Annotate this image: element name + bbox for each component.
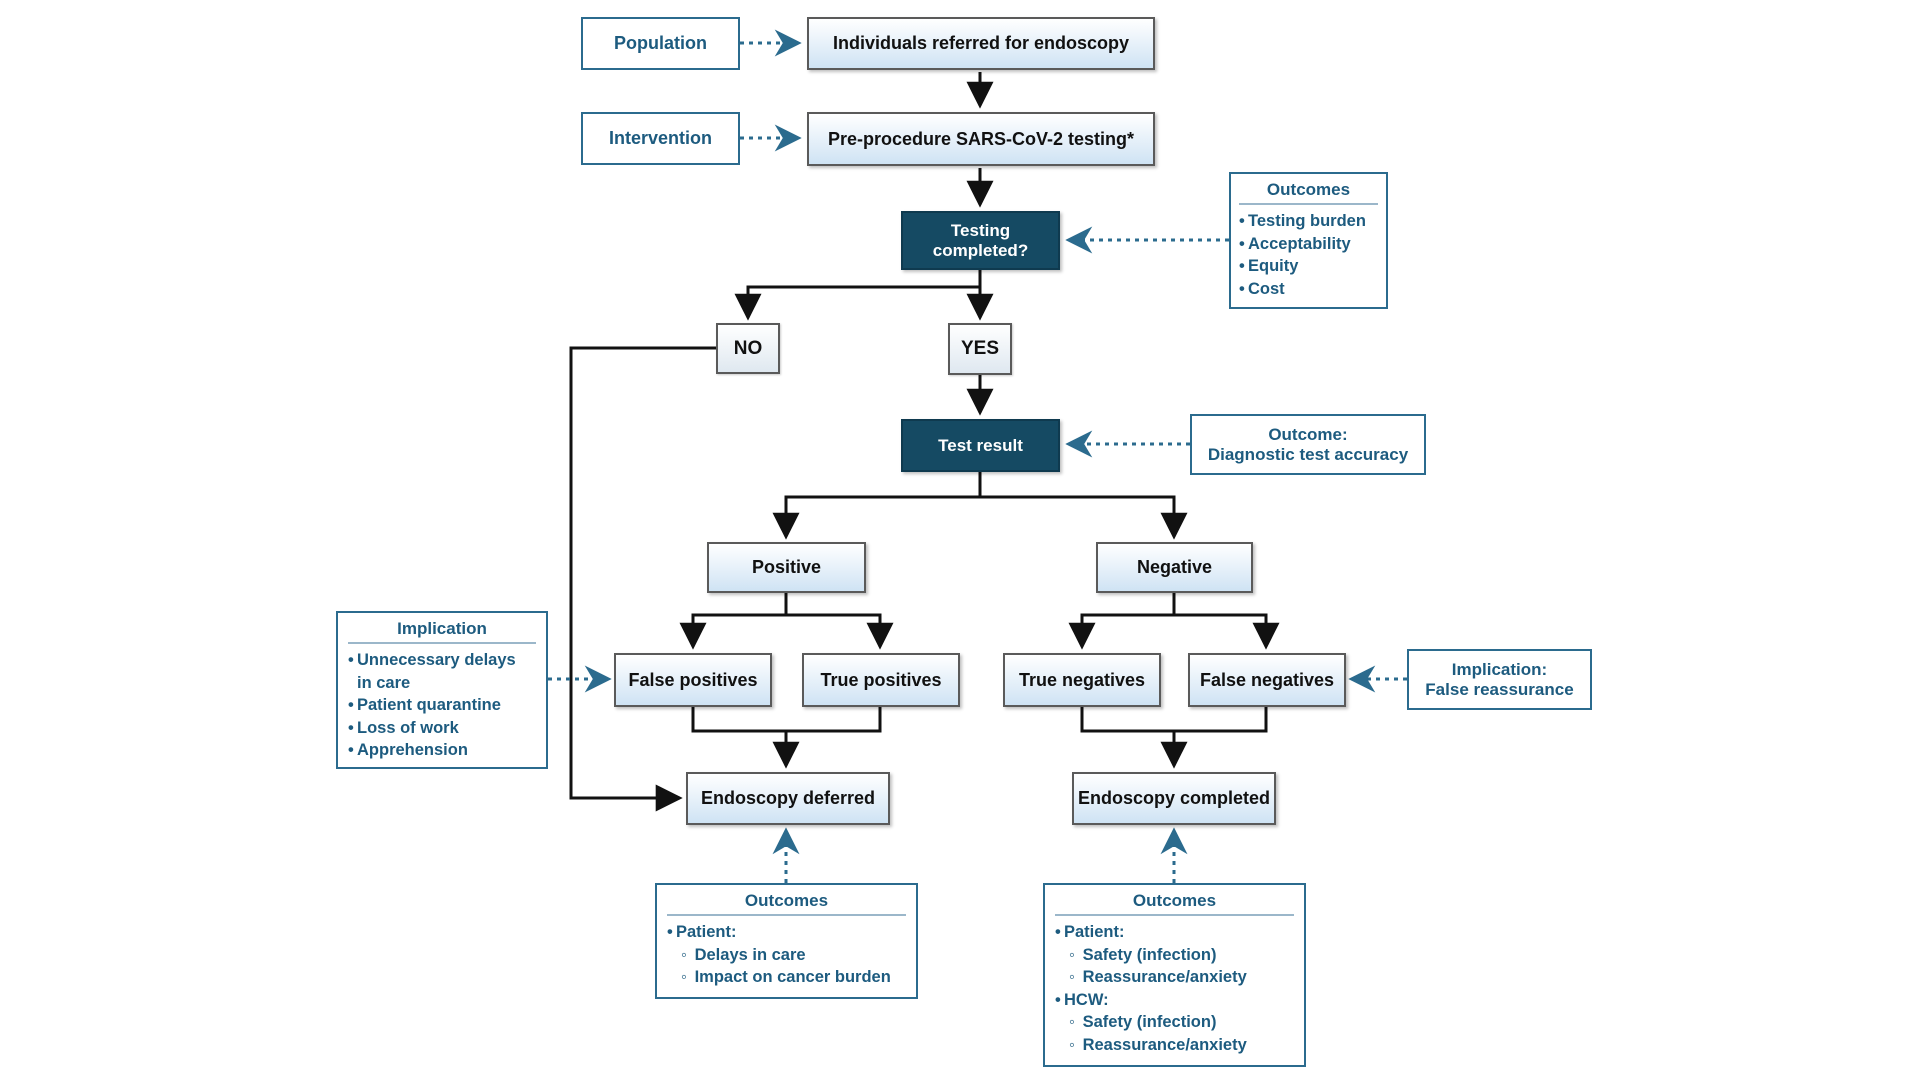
arrow-to-true-positives: [786, 613, 894, 650]
outcomes-testing-title: Outcomes: [1239, 180, 1378, 205]
list-item: ◦ Delays in care: [681, 945, 806, 964]
list-item: •Patient quarantine: [348, 696, 501, 714]
outcomes-deferred-panel: Outcomes •Patient: ◦ Delays in care ◦ Im…: [655, 883, 918, 999]
arrow-to-negative: [980, 495, 1188, 540]
implication-left-panel: Implication •Unnecessary delays in care …: [336, 611, 548, 769]
implication-right-panel: Implication: False reassurance: [1407, 649, 1592, 710]
individuals-referred-node: Individuals referred for endoscopy: [807, 17, 1155, 70]
list-item: •Acceptability: [1239, 234, 1351, 253]
implication-right-line-2: False reassurance: [1425, 679, 1574, 699]
positive-node: Positive: [707, 542, 866, 593]
list-item: ◦ Safety (infection): [1069, 945, 1217, 964]
outcomes-testing-panel: Outcomes •Testing burden •Acceptability …: [1229, 172, 1388, 309]
merge-positives: [691, 707, 882, 733]
branch-result: [772, 472, 982, 540]
list-item: •Patient:: [1055, 923, 1125, 941]
branch-negative: [1068, 593, 1176, 650]
branch-decision: [734, 270, 982, 321]
merge-negatives: [1080, 707, 1268, 733]
list-item-continuation: in care: [357, 673, 411, 692]
testing-line-1: Testing: [950, 220, 1011, 240]
list-item: ◦ Reassurance/anxiety: [1069, 1035, 1247, 1054]
list-item: ◦ Reassurance/anxiety: [1069, 968, 1247, 986]
outcomes-deferred-title: Outcomes: [667, 891, 906, 916]
preprocedure-testing-node: Pre-procedure SARS-CoV-2 testing*: [807, 112, 1155, 166]
branch-positive: [679, 593, 788, 650]
implication-right-line-1: Implication:: [1451, 659, 1548, 679]
list-item: ◦ Safety (infection): [1069, 1013, 1217, 1031]
false-positives-node: False positives: [614, 653, 772, 707]
yes-node: YES: [948, 323, 1012, 375]
list-item: •HCW:: [1055, 990, 1109, 1009]
population-label: Population: [581, 17, 740, 70]
test-result-node: Test result: [901, 419, 1060, 472]
arrow-no-to-deferred: [569, 346, 716, 812]
outcomes-completed-panel: Outcomes •Patient: ◦ Safety (infection) …: [1043, 883, 1306, 1067]
list-item: •Apprehension: [348, 741, 468, 759]
no-node: NO: [716, 323, 780, 374]
list-item: •Loss of work: [348, 718, 459, 737]
endoscopy-deferred-node: Endoscopy deferred: [686, 772, 890, 825]
testing-line-2: completed?: [932, 240, 1029, 260]
intervention-label: Intervention: [581, 112, 740, 165]
true-negatives-node: True negatives: [1003, 653, 1161, 707]
true-positives-node: True positives: [802, 653, 960, 707]
list-item: •Cost: [1239, 279, 1285, 298]
implication-left-title: Implication: [348, 619, 536, 644]
list-item: •Patient:: [667, 923, 737, 941]
endoscopy-completed-node: Endoscopy completed: [1072, 772, 1276, 825]
outcomes-completed-title: Outcomes: [1055, 891, 1294, 916]
list-item: •Testing burden: [1239, 212, 1366, 230]
outcome-accuracy-line-1: Outcome:: [1268, 424, 1348, 444]
list-item: •Unnecessary delays: [348, 651, 516, 669]
list-item: ◦ Impact on cancer burden: [681, 968, 891, 986]
outcome-accuracy-line-2: Diagnostic test accuracy: [1207, 444, 1409, 464]
false-negatives-node: False negatives: [1188, 653, 1346, 707]
list-item: •Equity: [1239, 257, 1299, 275]
arrow-to-false-negatives: [1174, 613, 1280, 650]
testing-completed-decision: Testing completed?: [901, 211, 1060, 270]
outcome-accuracy-panel: Outcome: Diagnostic test accuracy: [1190, 414, 1426, 475]
negative-node: Negative: [1096, 542, 1253, 593]
